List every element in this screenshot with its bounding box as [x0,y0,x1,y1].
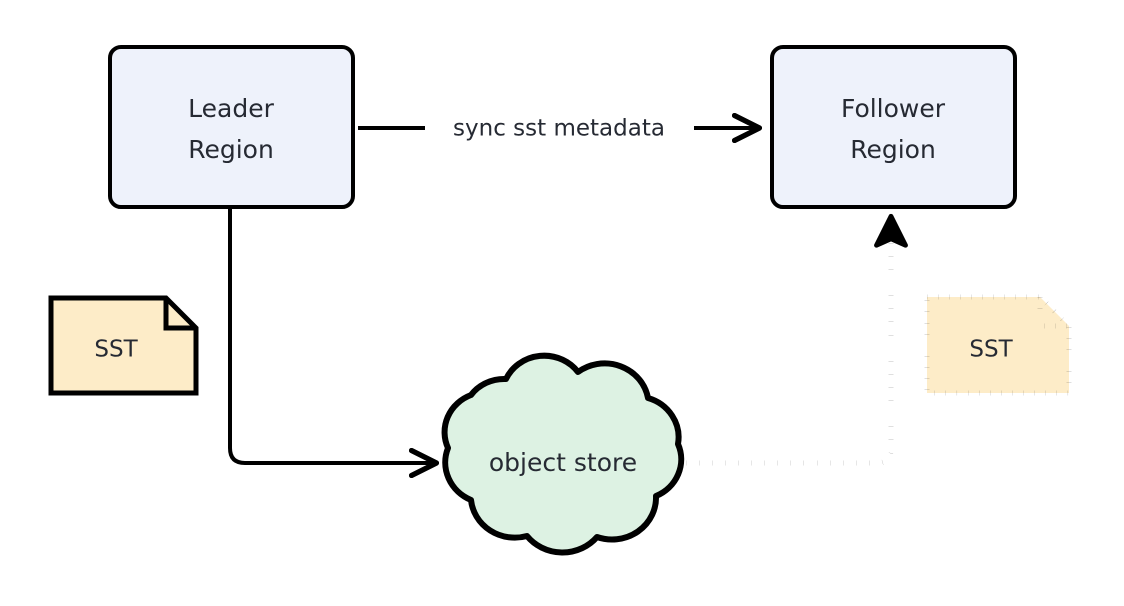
node-object-store[interactable]: object store [441,352,685,556]
node-sst-leader[interactable]: SST [48,295,199,396]
sst-leader-label: SST [94,337,138,363]
follower-region-label-line2: Region [850,135,936,164]
leader-region-label-line2: Region [188,135,274,164]
leader-region-box[interactable] [108,45,355,209]
node-follower-region[interactable]: Follower Region [770,45,1017,209]
follower-region-box[interactable] [770,45,1017,209]
object-store-cloud-shape[interactable] [441,352,685,556]
sst-follower-label: SST [969,337,1013,363]
sst-leader-folded-corner-icon [163,298,196,331]
edge-object-store-to-follower-path [686,213,908,466]
sst-follower-body[interactable] [924,294,1072,396]
leader-region-label-line1: Leader [188,94,274,123]
object-store-label: object store [489,448,637,477]
edge-leader-to-object-store [228,207,434,463]
edge-leader-to-follower: sync sst metadata [358,116,757,142]
edge-label-sync-sst-metadata: sync sst metadata [453,116,665,142]
follower-region-label-line1: Follower [841,94,946,123]
edge-object-store-to-follower [686,213,908,466]
node-sst-follower[interactable]: SST [924,294,1072,396]
node-leader-region[interactable]: Leader Region [108,45,355,209]
sst-leader-body[interactable] [48,295,199,396]
edge-leader-to-object-store-path [228,207,434,463]
